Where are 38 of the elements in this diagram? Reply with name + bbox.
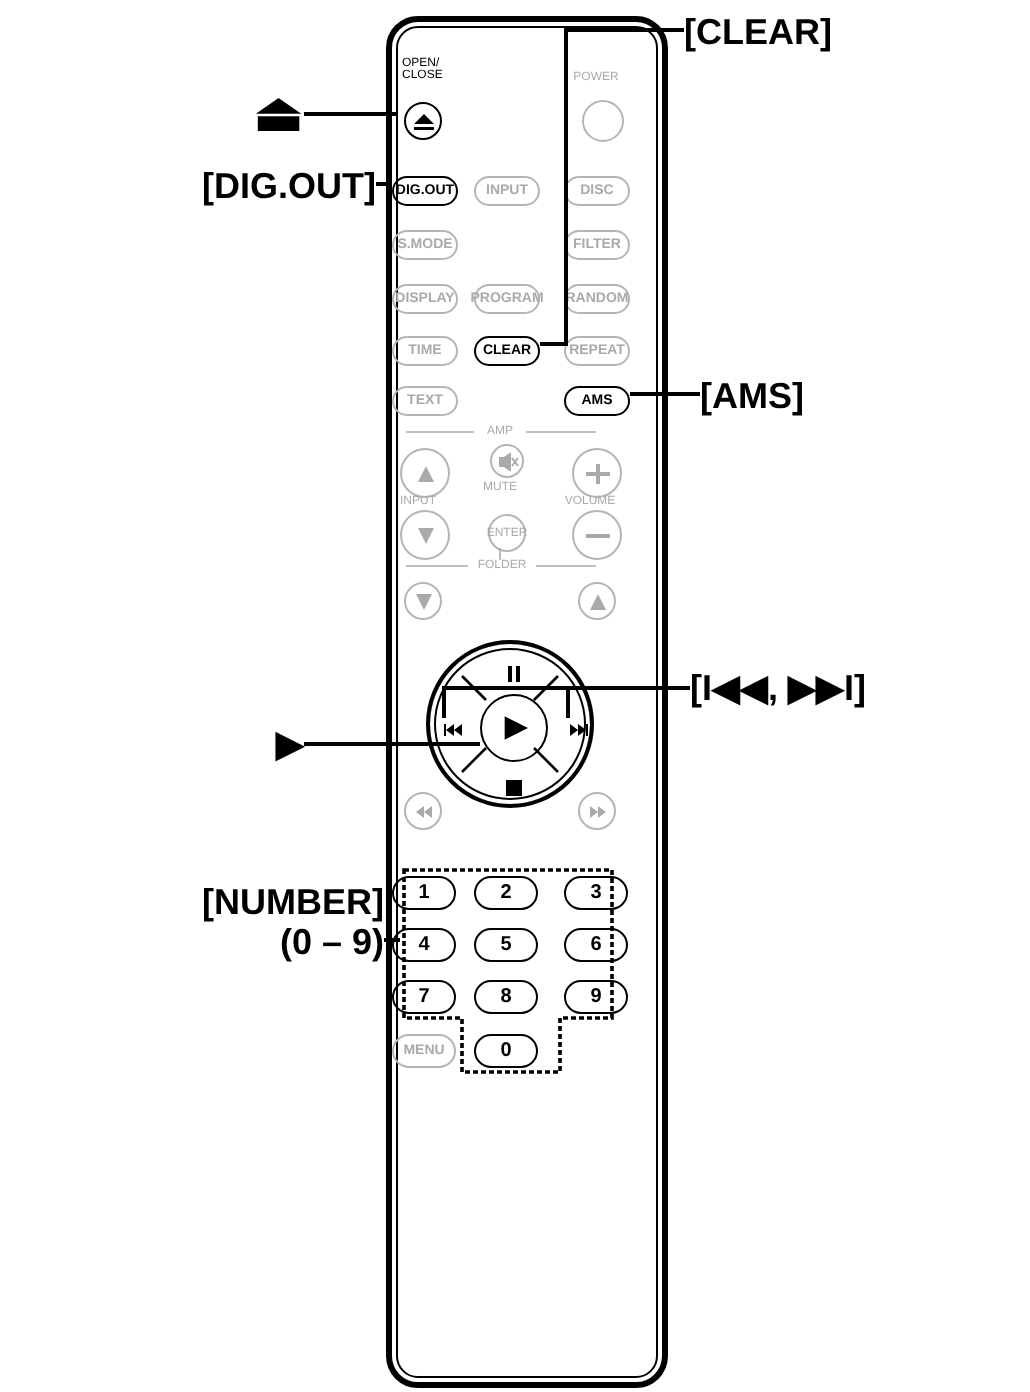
folder-down-button	[404, 582, 442, 620]
leader-line	[304, 112, 398, 116]
number-key: 2	[474, 876, 538, 910]
number-key: 0	[474, 1034, 538, 1068]
eject-button	[404, 102, 442, 140]
number-key: 3	[564, 876, 628, 910]
number-key: 4	[392, 928, 456, 962]
folder-up-button	[578, 582, 616, 620]
fast-forward-button	[578, 792, 616, 830]
volume-down-button	[572, 510, 622, 560]
number-key: 9	[564, 980, 628, 1014]
callout-label: [AMS]	[700, 374, 804, 418]
power-button	[582, 100, 624, 142]
number-key: 5	[474, 928, 538, 962]
callout-label: [DIG.OUT]	[202, 164, 376, 208]
leader-line	[540, 28, 684, 346]
callout-label: [I◀◀, ▶▶I]	[690, 666, 866, 710]
leader-line	[630, 392, 700, 396]
callout-label: ⏏	[254, 84, 304, 140]
callout-label: [CLEAR]	[684, 10, 832, 54]
jog-dial	[426, 640, 594, 808]
number-key: 1	[392, 876, 456, 910]
down-arrow-button	[400, 510, 450, 560]
number-key: 6	[564, 928, 628, 962]
leader-line	[376, 182, 392, 186]
callout-label: (0 – 9)	[279, 922, 384, 962]
leader-line	[384, 938, 400, 942]
callout-label: ▶	[276, 722, 304, 766]
remote-body	[386, 16, 668, 1388]
number-key: 8	[474, 980, 538, 1014]
callout-label: [NUMBER]	[202, 882, 384, 922]
play-button	[480, 694, 548, 762]
leader-line	[304, 742, 480, 746]
rewind-button	[404, 792, 442, 830]
volume-up-button	[572, 448, 622, 498]
mute-button	[490, 444, 524, 478]
number-key: 7	[392, 980, 456, 1014]
up-arrow-button	[400, 448, 450, 498]
